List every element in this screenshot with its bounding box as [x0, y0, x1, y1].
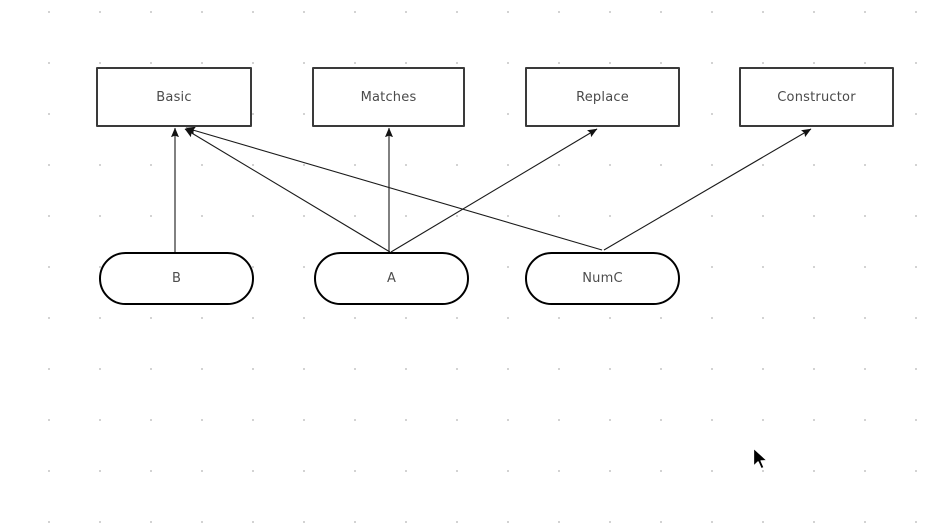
node-basic[interactable]: Basic: [96, 67, 252, 127]
node-label-replace: Replace: [576, 89, 629, 105]
mouse-cursor-icon: [752, 447, 768, 470]
node-replace[interactable]: Replace: [525, 67, 680, 127]
edge-numc-to-constructor[interactable]: [603, 128, 812, 251]
edge-a-to-basic[interactable]: [184, 128, 391, 253]
node-numc[interactable]: NumC: [525, 252, 680, 305]
node-label-numc: NumC: [582, 271, 623, 286]
node-constructor[interactable]: Constructor: [739, 67, 894, 127]
node-label-constructor: Constructor: [777, 89, 856, 105]
edge-numc-to-basic[interactable]: [185, 126, 603, 251]
node-a[interactable]: A: [314, 252, 469, 305]
node-label-matches: Matches: [360, 89, 417, 105]
node-b[interactable]: B: [99, 252, 254, 305]
node-matches[interactable]: Matches: [312, 67, 465, 127]
node-label-b: B: [171, 271, 182, 286]
node-label-a: A: [386, 271, 397, 286]
node-label-basic: Basic: [156, 89, 192, 105]
edge-a-to-replace[interactable]: [390, 128, 598, 253]
